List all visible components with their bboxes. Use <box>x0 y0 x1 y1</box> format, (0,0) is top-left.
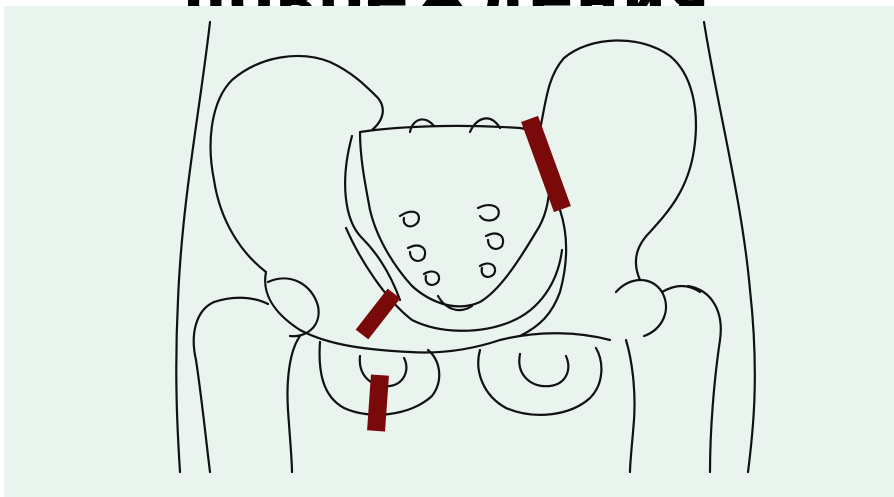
fracture-marker-superior-ramus <box>356 289 401 340</box>
right-iliac-wing <box>540 40 696 280</box>
left-trochanter <box>214 298 268 304</box>
sacral-foramen-1 <box>400 212 419 227</box>
right-femoral-head <box>616 280 666 336</box>
sacral-foramen-3 <box>408 246 425 261</box>
fracture-marker-iliac <box>521 116 571 212</box>
sacral-foramen-2 <box>478 205 499 220</box>
sacral-foramen-5 <box>424 272 439 285</box>
left-iliac-wing <box>211 56 383 330</box>
coccyx <box>438 296 472 310</box>
right-femur <box>626 286 721 472</box>
right-iliac-inner <box>520 210 566 336</box>
sacral-foramen-6 <box>480 264 495 277</box>
sacral-foramen-4 <box>486 234 503 249</box>
pubic-symphysis <box>300 330 610 353</box>
sacrum <box>360 126 550 306</box>
left-femur <box>194 302 300 472</box>
right-pubic-ramus <box>478 348 601 415</box>
fracture-marker-inferior-ramus <box>367 374 389 431</box>
left-body-contour <box>176 22 210 472</box>
right-obturator <box>519 354 568 386</box>
